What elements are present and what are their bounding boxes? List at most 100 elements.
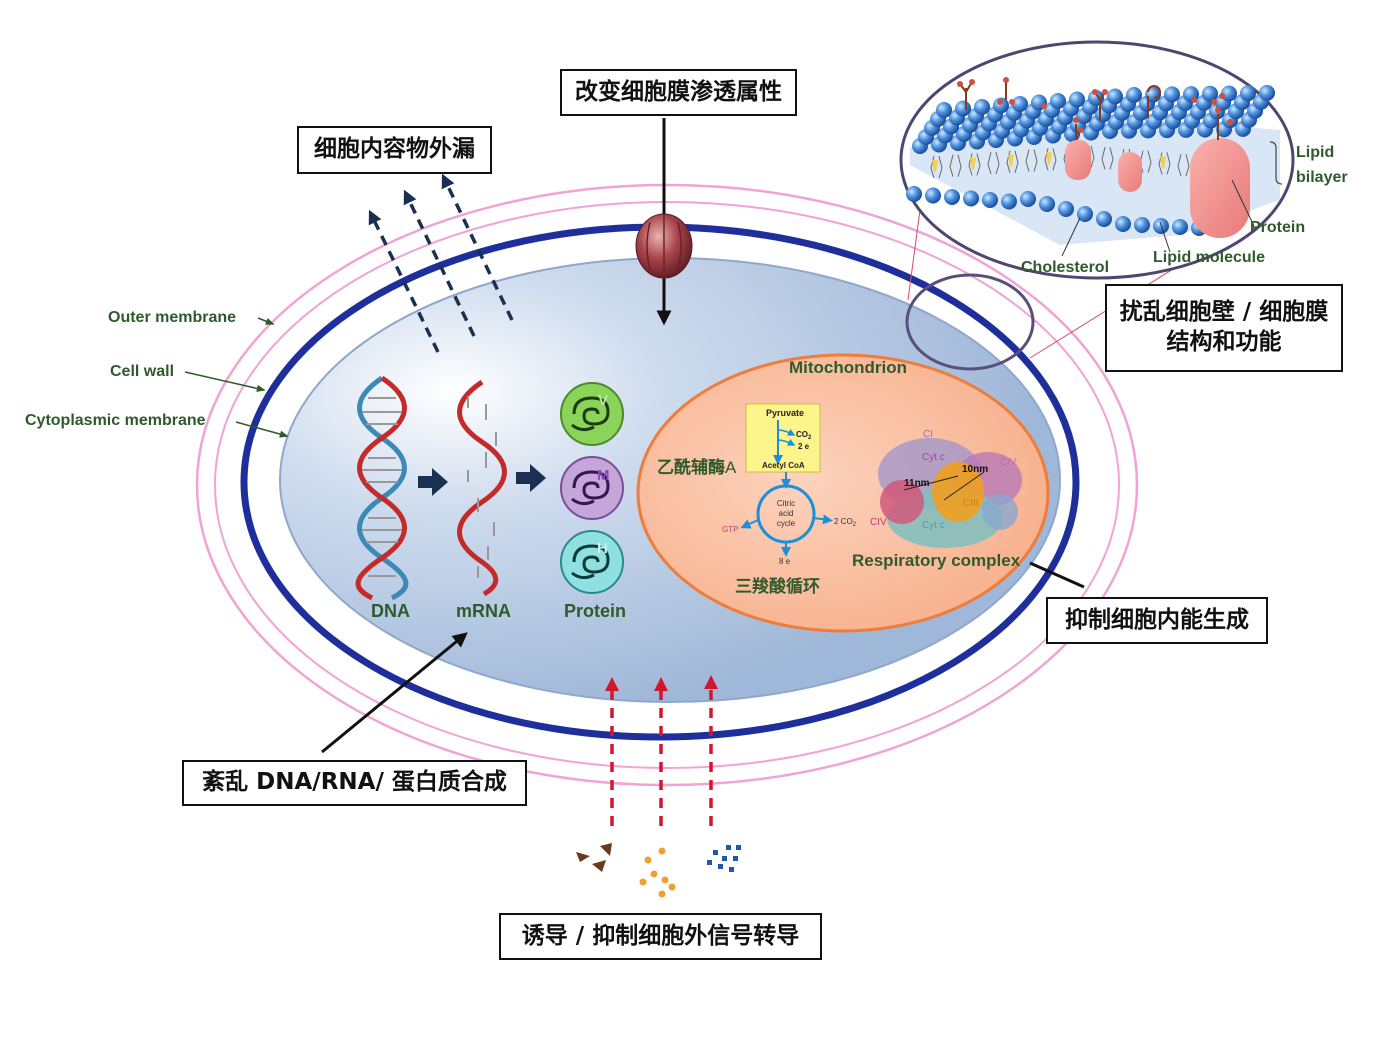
lipid-head-ball bbox=[1172, 219, 1188, 235]
lipid-tail bbox=[949, 154, 962, 177]
synthesis-text: 紊乱 DNA/RNA/ 蛋白质合成 bbox=[202, 769, 507, 796]
mrna-strand bbox=[457, 379, 507, 597]
energy-text: 抑制细胞内能生成 bbox=[1065, 606, 1249, 633]
citric-acid-cycle bbox=[740, 472, 833, 557]
synthesis-pointer bbox=[321, 632, 468, 754]
protein-letter-h: H bbox=[597, 540, 608, 557]
eight-e-label: 8 e bbox=[779, 557, 791, 566]
leakage-arrows bbox=[368, 173, 514, 353]
lipid-bilayer-label-1: Lipid bbox=[1296, 144, 1335, 161]
lipid-tail bbox=[987, 151, 1000, 175]
outer-membrane-inner-line bbox=[214, 201, 1120, 769]
lipid-head-ball bbox=[944, 189, 960, 205]
tca-cn-label: 三羧酸循环 bbox=[735, 577, 820, 597]
pyruvate-box bbox=[745, 403, 821, 473]
lipid-head-ball bbox=[1134, 217, 1150, 233]
citric-label-1: Citric bbox=[777, 499, 795, 508]
cholesterol-mark bbox=[1046, 152, 1052, 165]
lipid-tail bbox=[1177, 153, 1190, 177]
acetyl-coa-label: Acetyl CoA bbox=[762, 461, 805, 470]
energy-pointer bbox=[1029, 561, 1085, 589]
lipid-head-ball bbox=[1012, 96, 1028, 112]
lipid-head-ball bbox=[1259, 84, 1275, 101]
cyt-c-label: Cyt c bbox=[922, 452, 945, 463]
civ-right-label: CIV bbox=[1000, 457, 1017, 468]
acetyl-coa-cn-suffix: A bbox=[725, 458, 737, 477]
cholesterol-label: Cholesterol bbox=[1021, 259, 1110, 276]
cytoplasmic-membrane-label: Cytoplasmic membrane bbox=[25, 412, 206, 429]
cholesterol-mark bbox=[1160, 156, 1166, 169]
wall-membrane-text-2: 结构和功能 bbox=[1166, 329, 1282, 355]
outer-membrane-label: Outer membrane bbox=[108, 309, 237, 326]
lipid-head-ball bbox=[1050, 93, 1066, 109]
mitochondrion bbox=[636, 353, 1050, 633]
lipid-head-ball bbox=[1096, 211, 1112, 227]
lipid-head-ball bbox=[963, 190, 979, 207]
cholesterol-mark bbox=[932, 160, 938, 172]
protein-letter-v: V bbox=[598, 392, 608, 409]
protein-letter-m: M bbox=[597, 467, 610, 484]
respiratory-complex-label: Respiratory complex bbox=[852, 551, 1021, 570]
lipid-head-ball bbox=[1069, 91, 1085, 108]
acetyl-coa-cn-text: 乙酰辅酶 bbox=[657, 458, 725, 478]
citric-label-3: cycle bbox=[777, 519, 796, 528]
leakage-text: 细胞内容物外漏 bbox=[314, 136, 475, 163]
lipid-head-ball bbox=[1001, 193, 1017, 210]
lipid-molecule-label: Lipid molecule bbox=[1153, 249, 1266, 266]
cyt-c-bottom-label: Cyt c bbox=[922, 520, 945, 531]
lipid-head-ball bbox=[1126, 87, 1142, 103]
lipid-bilayer-inset bbox=[899, 40, 1295, 280]
lipid-head-ball bbox=[955, 100, 971, 117]
lipid-head-ball bbox=[974, 99, 990, 115]
mrna-label: mRNA bbox=[456, 601, 512, 621]
eleven-nm-label: 11nm bbox=[904, 478, 930, 489]
lipid-tail bbox=[1025, 149, 1038, 172]
lipid-tail bbox=[1101, 147, 1114, 170]
lipid-head-ball bbox=[1058, 201, 1074, 217]
lipid-head-ball bbox=[1202, 85, 1218, 102]
protein-m bbox=[560, 456, 624, 520]
outer-membrane-pointer bbox=[257, 317, 275, 325]
lipid-head-ball bbox=[1020, 191, 1036, 207]
pyruvate-label: Pyruvate bbox=[766, 408, 804, 418]
dna-label: DNA bbox=[371, 601, 410, 621]
membrane-pore bbox=[635, 213, 693, 279]
civ-left-label: CIV bbox=[870, 517, 887, 528]
synthesis-box: 紊乱 DNA/RNA/ 蛋白质合成 bbox=[182, 760, 527, 806]
zoom-circle bbox=[905, 273, 1035, 371]
protein-v bbox=[560, 382, 624, 446]
permeability-box: 改变细胞膜渗透属性 bbox=[560, 69, 797, 116]
energy-box: 抑制细胞内能生成 bbox=[1046, 597, 1268, 644]
co2-label: CO2 bbox=[796, 430, 812, 441]
acetyl-coa-cn-label: 乙酰辅酶A bbox=[657, 453, 736, 478]
ci-label: CI bbox=[923, 429, 933, 440]
dna-to-mrna-arrow bbox=[418, 468, 448, 496]
lipid-head-ball bbox=[1221, 85, 1237, 102]
lipid-head-ball bbox=[925, 187, 941, 204]
signal-molecules-squares bbox=[707, 845, 741, 872]
lipid-head-ball bbox=[906, 186, 922, 202]
lipid-head-ball bbox=[1115, 216, 1131, 232]
ciii-label: CIII bbox=[963, 498, 979, 509]
mrna-to-protein-arrow bbox=[516, 464, 546, 492]
wall-membrane-box: 扰乱细胞壁 / 细胞膜 结构和功能 bbox=[1105, 284, 1343, 372]
signal-box: 诱导 / 抑制细胞外信号转导 bbox=[499, 913, 822, 960]
two-co2-label: 2 CO2 bbox=[834, 517, 857, 528]
citric-label-2: acid bbox=[779, 509, 794, 518]
signal-arrows bbox=[605, 675, 718, 826]
wall-membrane-text-1: 扰乱细胞壁 / 细胞膜 bbox=[1119, 299, 1329, 326]
cholesterol-mark bbox=[970, 157, 976, 170]
cell-wall-pointer bbox=[184, 371, 266, 392]
lipid-head-ball bbox=[1164, 86, 1180, 103]
signal-molecules-triangles bbox=[576, 843, 612, 872]
cell-wall-label: Cell wall bbox=[110, 363, 175, 380]
lipid-head-ball bbox=[1039, 196, 1055, 212]
lipid-head-ball bbox=[993, 97, 1009, 114]
permeability-text: 改变细胞膜渗透属性 bbox=[575, 78, 782, 105]
lipid-head-ball bbox=[936, 102, 952, 118]
outer-membrane bbox=[195, 183, 1139, 787]
cholesterol-mark bbox=[1008, 154, 1014, 167]
lipid-head-ball bbox=[982, 192, 998, 208]
lipid-head-ball bbox=[1107, 88, 1123, 105]
